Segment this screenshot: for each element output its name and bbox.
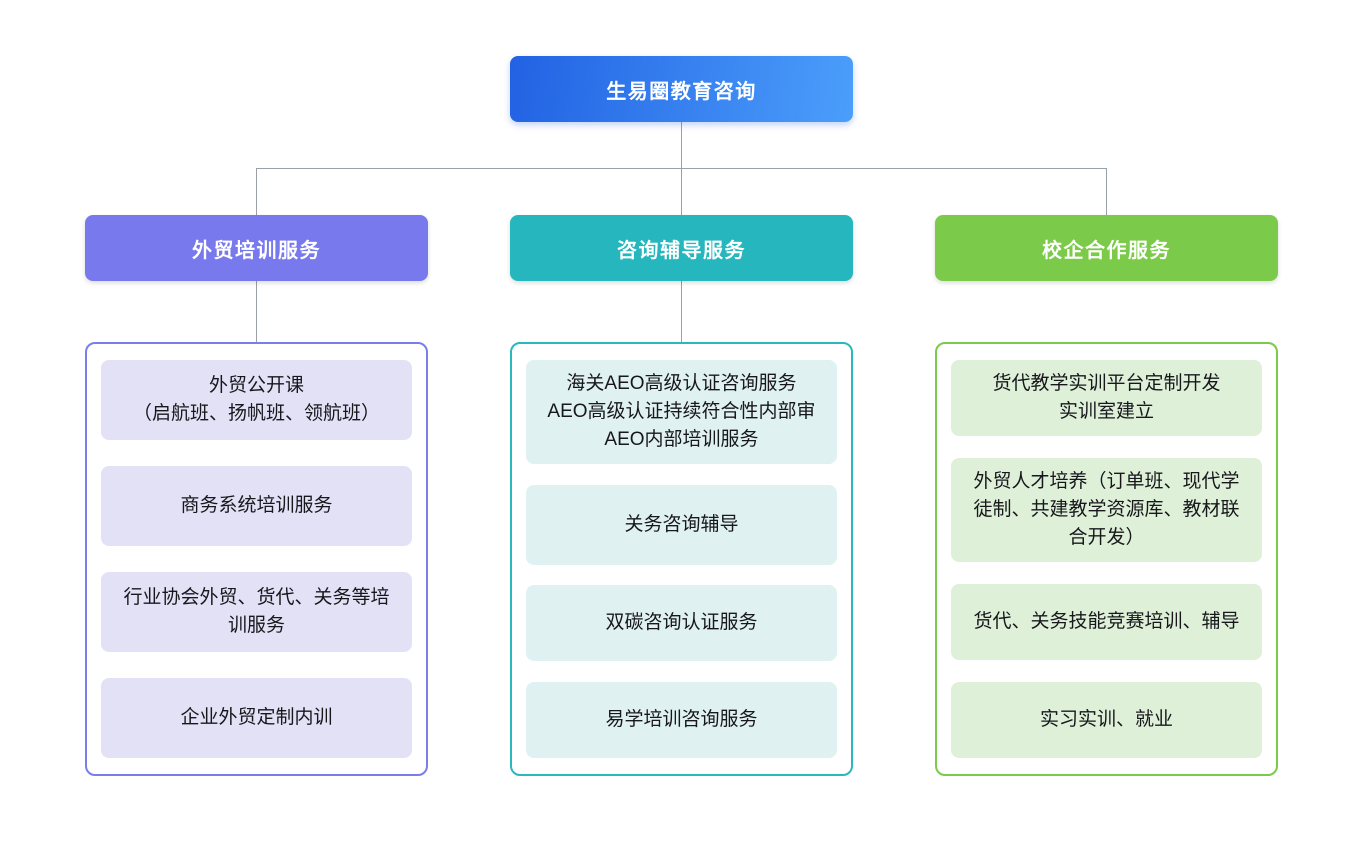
branch-1-item-3[interactable]: 行业协会外贸、货代、关务等培 训服务 (101, 572, 412, 652)
branch-1-item-4[interactable]: 企业外贸定制内训 (101, 678, 412, 758)
branch-header-label: 咨询辅导服务 (617, 239, 746, 262)
branch-1-item-2[interactable]: 商务系统培训服务 (101, 466, 412, 546)
branch-3-item-4[interactable]: 实习实训、就业 (951, 682, 1262, 758)
branch-3-item-2[interactable]: 外贸人才培养（订单班、现代学 徒制、共建教学资源库、教材联 合开发） (951, 458, 1262, 562)
branch-group-foreign-trade-training: 外贸公开课 （启航班、扬帆班、领航班） 商务系统培训服务 行业协会外贸、货代、关… (85, 342, 428, 776)
connector-branch-1-group-drop (256, 281, 257, 342)
branch-3-item-1[interactable]: 货代教学实训平台定制开发 实训室建立 (951, 360, 1262, 436)
branch-2-item-2[interactable]: 关务咨询辅导 (526, 484, 837, 565)
branch-header-label: 校企合作服务 (1042, 239, 1171, 262)
branch-1-item-1[interactable]: 外贸公开课 （启航班、扬帆班、领航班） (101, 360, 412, 440)
branch-header-consulting-coaching[interactable]: 咨询辅导服务 (510, 215, 853, 281)
connector-root-drop (681, 122, 682, 168)
branch-2-item-1[interactable]: 海关AEO高级认证咨询服务 AEO高级认证持续符合性内部审 AEO内部培训服务 (526, 360, 837, 464)
connector-branch-2-group-drop (681, 281, 682, 342)
branch-header-school-enterprise[interactable]: 校企合作服务 (935, 215, 1278, 281)
connector-branch-2-drop (681, 168, 682, 215)
branch-2-item-4[interactable]: 易学培训咨询服务 (526, 681, 837, 758)
connector-branch-3-drop (1106, 168, 1107, 215)
connector-branch-1-drop (256, 168, 257, 215)
root-node[interactable]: 生易圈教育咨询 (510, 56, 853, 122)
branch-group-consulting-coaching: 海关AEO高级认证咨询服务 AEO高级认证持续符合性内部审 AEO内部培训服务 … (510, 342, 853, 776)
branch-header-label: 外贸培训服务 (192, 239, 321, 262)
branch-group-school-enterprise: 货代教学实训平台定制开发 实训室建立 外贸人才培养（订单班、现代学 徒制、共建教… (935, 342, 1278, 776)
root-node-label: 生易圈教育咨询 (606, 80, 757, 103)
branch-2-item-3[interactable]: 双碳咨询认证服务 (526, 585, 837, 662)
branch-header-foreign-trade-training[interactable]: 外贸培训服务 (85, 215, 428, 281)
branch-3-item-3[interactable]: 货代、关务技能竞赛培训、辅导 (951, 584, 1262, 660)
